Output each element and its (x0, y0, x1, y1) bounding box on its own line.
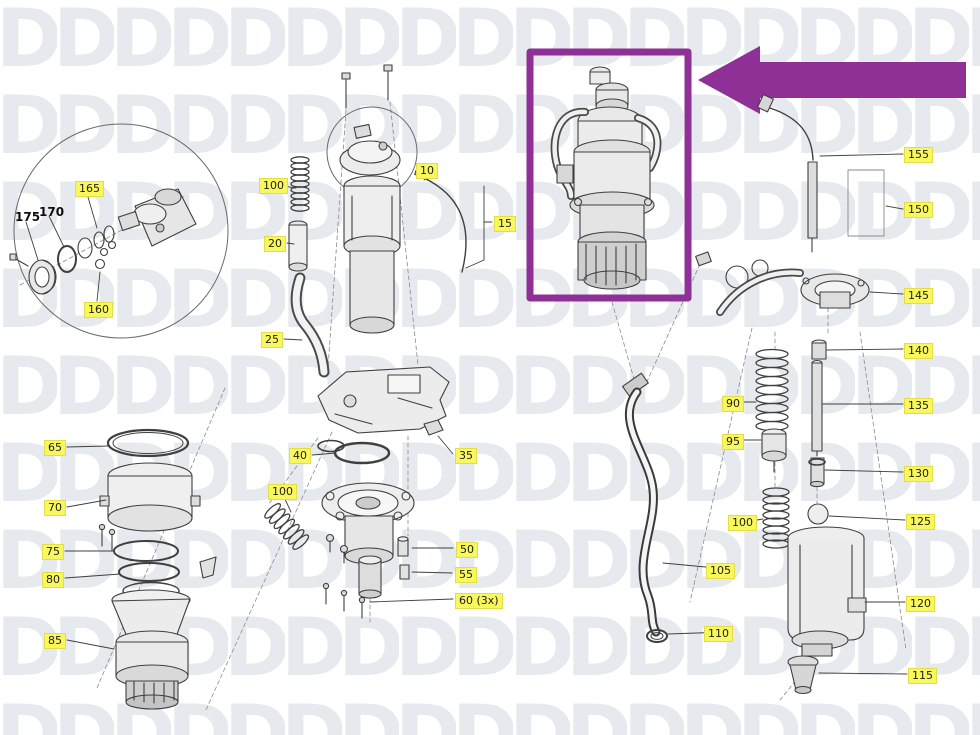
detail-circle-seal-kit (9, 123, 229, 339)
hose-105 (621, 372, 661, 637)
bottom-cap-85 (115, 630, 189, 710)
screws-left (98, 523, 116, 552)
sensor-wire-155 (756, 93, 814, 161)
head-assembly-145 (695, 251, 870, 316)
motor-body (343, 175, 401, 334)
clip-small (199, 556, 217, 579)
spring-100-diagonal (264, 503, 310, 550)
manifold-plate (317, 366, 450, 434)
pump-flange (321, 482, 415, 599)
ring-small (77, 237, 93, 259)
flange-175 (28, 259, 57, 295)
tank-120 (787, 526, 867, 657)
funnel-section (111, 589, 191, 640)
pump-head-detail (117, 188, 197, 247)
part-140 (811, 339, 827, 360)
bracket-15 (465, 185, 485, 269)
ball-125 (807, 503, 829, 525)
cup-95 (761, 428, 787, 473)
screws-60 (322, 582, 366, 619)
screws-top (341, 64, 393, 109)
cylinder-20 (288, 220, 308, 272)
screw-small (9, 253, 29, 267)
spring-100-top (290, 156, 310, 212)
housing-70 (99, 462, 201, 532)
nozzle-115 (787, 655, 819, 695)
o-rings-75-80 (113, 540, 180, 601)
part-130 (808, 457, 826, 488)
o-ring-170 (57, 245, 77, 273)
left-housing-column (98, 428, 217, 710)
highlighted-pump-assembly (526, 48, 692, 302)
pipe-25 (290, 272, 330, 378)
clip-35 (423, 419, 444, 436)
pump-assembly-drawing (550, 66, 662, 290)
pump-top (339, 123, 401, 176)
spring-90 (755, 348, 789, 432)
seal-160 (94, 258, 106, 270)
rod-135 (811, 359, 823, 457)
center-assembly (264, 64, 485, 619)
washers-165 (93, 225, 117, 257)
o-ring-65 (106, 428, 190, 458)
highlight-box (526, 48, 692, 302)
label-leader-lines (25, 153, 908, 675)
sensor-rod-150 (807, 161, 885, 253)
clamp-110 (646, 629, 668, 643)
right-assembly-column (621, 93, 885, 695)
valve-parts-50-55 (325, 533, 410, 580)
